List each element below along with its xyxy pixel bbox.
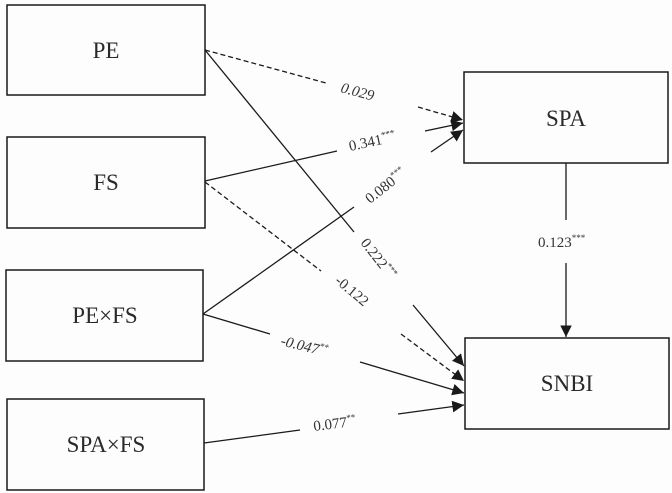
node-pe-label: PE xyxy=(93,38,120,63)
node-snbi: SNBI xyxy=(464,337,670,430)
node-snbi-label: SNBI xyxy=(541,371,593,396)
node-fs-label: FS xyxy=(93,170,119,195)
coef-pexfs-spa: 0.080*** xyxy=(361,164,410,208)
path-pexfs-snbi: -0.047** xyxy=(202,313,465,396)
node-pe-x-fs: PE×FS xyxy=(5,269,204,362)
path-fs-spa: 0.341*** xyxy=(204,119,464,182)
path-pe-spa: 0.029 xyxy=(204,49,464,123)
node-spa-x-fs-label: SPA×FS xyxy=(67,432,146,457)
coef-pe-spa: 0.029 xyxy=(339,80,376,104)
path-spaxfs-snbi: 0.077** xyxy=(203,400,465,444)
path-fs-snbi: -0.122 xyxy=(204,181,465,382)
path-pe-snbi: 0.222*** xyxy=(204,49,465,367)
coef-pexfs-snbi: -0.047** xyxy=(279,331,330,360)
coef-fs-snbi: -0.122 xyxy=(331,273,371,310)
coef-fs-spa: 0.341*** xyxy=(347,127,397,155)
node-pe: PE xyxy=(6,4,206,96)
node-pe-x-fs-label: PE×FS xyxy=(72,303,137,328)
node-fs: FS xyxy=(6,136,206,229)
path-spa-snbi: 0.123*** xyxy=(538,163,586,337)
path-pexfs-spa: 0.080*** xyxy=(202,129,464,315)
coef-spaxfs-snbi: 0.077** xyxy=(312,412,357,435)
node-spa: SPA xyxy=(463,71,669,164)
node-spa-x-fs: SPA×FS xyxy=(6,398,205,491)
coef-pe-snbi: 0.222*** xyxy=(357,234,401,283)
node-spa-label: SPA xyxy=(546,106,586,131)
coef-spa-snbi: 0.123*** xyxy=(538,233,586,251)
